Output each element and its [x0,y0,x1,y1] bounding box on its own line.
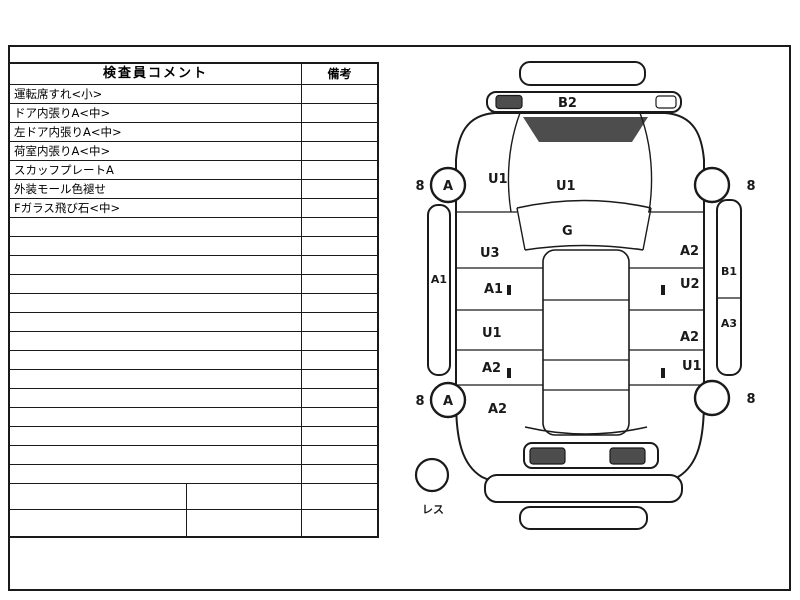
table-empty-row [10,465,377,484]
table-empty-row [10,218,377,237]
table-empty-row [10,332,377,351]
zone-label-right-2: U2 [680,277,700,292]
table-empty-row [10,351,377,370]
spare-tire-circle [414,457,450,493]
zone-label-left-2: A1 [484,282,503,297]
front-right-wheel [693,166,731,204]
table-empty-row [10,256,377,275]
tail-light-right-shaded [609,447,646,465]
center-cabin-column [542,249,630,436]
num-label-rear-left: 8 [415,394,424,409]
header-inspector-comments: 検査員コメント [10,64,302,84]
rear-bumper [484,474,683,503]
zone-label-right-3: A2 [680,330,699,345]
inspection-table: 検査員コメント 備考 運転席すれ<小> ドア内張りA<中> 左ドア内張りA<中>… [8,62,379,538]
front-left-wheel [429,166,467,204]
table-empty-row [10,370,377,389]
car-damage-diagram: B2 U1 U1 G A A 8 8 8 8 A1 B1 A3 U3 A1 U1… [414,61,756,530]
rail-label-right-bottom: A3 [721,317,737,330]
wheel-label-rear-left: A [443,394,453,409]
table-row: Fガラス飛び石<中> [10,199,377,218]
zone-label-hood: U1 [556,179,576,194]
left-side-rail [427,204,451,376]
roof-glass-bottom-curve [524,244,644,251]
roof-glass-right-edge [642,207,652,251]
comment-cell: ドア内張りA<中> [10,104,302,122]
rear-lower-bar [519,506,648,530]
zone-label-left-1: U3 [480,246,500,261]
zone-label-right-4: U1 [682,359,702,374]
table-row: 左ドア内張りA<中> [10,123,377,142]
num-label-front-left: 8 [415,179,424,194]
zone-label-left-5: A2 [488,402,507,417]
remarks-cell [302,199,377,217]
rear-left-wheel [429,381,467,419]
remarks-cell [302,142,377,160]
zone-label-left-3: U1 [482,326,502,341]
comment-cell: 運転席すれ<小> [10,85,302,103]
rear-glass-curve [524,426,648,435]
remarks-cell [302,104,377,122]
spare-label: レス [422,503,444,516]
table-empty-row [10,294,377,313]
zone-label-roof-glass: G [562,224,573,239]
remarks-cell [302,161,377,179]
table-header-row: 検査員コメント 備考 [10,64,377,85]
right-headlight [655,95,677,109]
table-row: スカッフプレートA [10,161,377,180]
rail-label-right-top: B1 [721,265,737,278]
door-handle-tick [507,285,511,295]
left-fender-line [507,112,521,213]
left-headlight-shaded [495,94,523,110]
header-remarks: 備考 [327,67,352,81]
num-label-rear-right: 8 [746,392,755,407]
roof-glass-left-edge [516,207,526,251]
comment-cell: 左ドア内張りA<中> [10,123,302,141]
door-handle-tick [661,368,665,378]
table-empty-row [10,313,377,332]
door-handle-tick [507,368,511,378]
table-empty-row [10,389,377,408]
remarks-cell [302,85,377,103]
front-grille-bar [486,91,682,113]
table-empty-row [10,427,377,446]
door-handle-tick [661,285,665,295]
comment-cell: 外装モール色褪せ [10,180,302,198]
table-empty-row [10,237,377,256]
zone-label-front-bumper: B2 [558,96,577,111]
table-empty-row [10,446,377,465]
table-row: 運転席すれ<小> [10,85,377,104]
right-fender-line [639,112,653,213]
remarks-cell [302,123,377,141]
table-footer-row [10,484,377,510]
zone-label-left-4: A2 [482,361,501,376]
comment-cell: Fガラス飛び石<中> [10,199,302,217]
table-empty-row [10,275,377,294]
rail-label-left: A1 [431,273,447,286]
table-empty-row [10,408,377,427]
num-label-front-right: 8 [746,179,755,194]
comment-cell: スカッフプレートA [10,161,302,179]
rear-right-wheel [693,379,731,417]
comment-cell: 荷室内張りA<中> [10,142,302,160]
table-row: 荷室内張りA<中> [10,142,377,161]
table-footer-row [10,510,377,536]
table-row: 外装モール色褪せ [10,180,377,199]
roof-glass-top-curve [516,199,652,209]
front-bumper [519,61,646,86]
wheel-label-front-left: A [443,179,453,194]
right-side-rail [716,199,742,376]
windshield-shaded [523,117,648,142]
remarks-cell [302,180,377,198]
tail-light-left-shaded [529,447,566,465]
zone-label-front-left-fender: U1 [488,172,508,187]
zone-label-right-1: A2 [680,244,699,259]
table-row: ドア内張りA<中> [10,104,377,123]
